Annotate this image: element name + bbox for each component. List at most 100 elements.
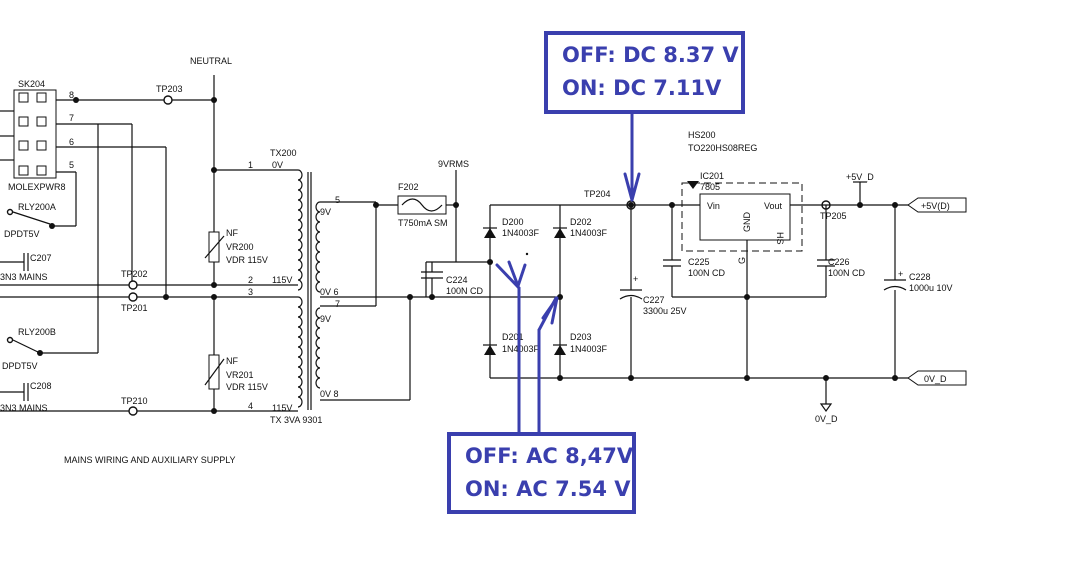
annotation-arrows (495, 112, 641, 434)
vr200-label: VR200 (226, 242, 254, 252)
neutral-label: NEUTRAL (190, 56, 232, 66)
vr201-label: VR201 (226, 370, 254, 380)
fuse-f202 (397, 195, 447, 215)
c207-label: C207 (30, 253, 52, 263)
pin5-label: 5 (335, 195, 340, 205)
mains-wiring (0, 75, 298, 412)
secondary-dots (373, 202, 898, 381)
d203-label: D203 (570, 332, 592, 342)
hs200-label: HS200 (688, 130, 716, 140)
tp203-point (163, 95, 173, 105)
pin4-label: 4 (248, 401, 253, 411)
dc-on-text: ON: DC 7.11V (562, 76, 722, 100)
rly200a-label: RLY200A (18, 202, 56, 212)
c224-value: 100N CD (446, 286, 484, 296)
d203-value: 1N4003F (570, 344, 608, 354)
tp201-point (128, 292, 138, 302)
plus-c227: + (633, 274, 638, 284)
connector-sk204 (0, 89, 166, 179)
c208-label: C208 (30, 381, 52, 391)
diodes (483, 227, 567, 355)
pin1v-label: 0V (272, 160, 283, 170)
vout-label: Vout (764, 201, 783, 211)
tp204-label: TP204 (584, 189, 611, 199)
tp210-label: TP210 (121, 396, 148, 406)
c225-label: C225 (688, 257, 710, 267)
pin1-label: 1 (248, 160, 253, 170)
tp202-point (128, 280, 138, 290)
nf1-label: NF (226, 228, 238, 238)
rly200b-label: RLY200B (18, 327, 56, 337)
sk-pin7: 7 (69, 113, 74, 123)
d201-label: D201 (502, 332, 524, 342)
hs-label: HS (775, 232, 785, 245)
c226-value: 100N CD (828, 268, 866, 278)
tp201-label: TP201 (121, 303, 148, 313)
gnd-label: GND (742, 212, 752, 233)
schematic-caption: MAINS WIRING AND AUXILIARY SUPPLY (64, 455, 236, 465)
tp202-label: TP202 (121, 269, 148, 279)
port-5vd (907, 197, 967, 213)
plus-c228: + (898, 269, 903, 279)
p5vd-port-label: +5V(D) (921, 201, 950, 211)
c227-value: 3300u 25V (643, 306, 687, 316)
ac-on-text: ON: AC 7.54 V (465, 477, 631, 501)
dc-off-text: OFF: DC 8.37 V (562, 43, 739, 67)
d201-value: 1N4003F (502, 344, 540, 354)
vrms-label: 9VRMS (438, 159, 469, 169)
annotation-dc-voltage: OFF: DC 8.37 V ON: DC 7.11V (544, 31, 745, 114)
c227-label: C227 (643, 295, 665, 305)
tp210-point (128, 406, 138, 416)
pin2v-label: 115V (272, 275, 292, 285)
mains-a-label: 3N3 MAINS (0, 272, 48, 282)
annotation-ac-voltage: OFF: AC 8,47V ON: AC 7.54 V (447, 432, 636, 514)
mains-b-label: 3N3 MAINS (0, 403, 48, 413)
d202-label: D202 (570, 217, 592, 227)
pin8-label: 0V 8 (320, 389, 339, 399)
c225-value: 100N CD (688, 268, 726, 278)
molex-label: MOLEXPWR8 (8, 182, 66, 192)
tx-type-label: TX 3VA 9301 (270, 415, 322, 425)
transformer-tx200 (297, 169, 410, 410)
regulator-ic201 (681, 181, 803, 252)
pin6-label: 0V 6 (320, 287, 339, 297)
pin3-label: 3 (248, 287, 253, 297)
c228-value: 1000u 10V (909, 283, 953, 293)
d200-label: D200 (502, 217, 524, 227)
dpdt-a-label: DPDT5V (4, 229, 40, 239)
pin2-label: 2 (248, 275, 253, 285)
vin-label: Vin (707, 201, 720, 211)
nf2-label: NF (226, 356, 238, 366)
ovd-port-label: 0V_D (924, 374, 947, 384)
tx200-label: TX200 (270, 148, 297, 158)
c228-label: C228 (909, 272, 931, 282)
ic201-label: IC201 (700, 171, 724, 181)
ovd-gnd-label: 0V_D (815, 414, 838, 424)
hs-package-label: TO220HS08REG (688, 143, 757, 153)
sk-pin5: 5 (69, 160, 74, 170)
d202-value: 1N4003F (570, 228, 608, 238)
fuse-value-label: T750mA SM (398, 218, 448, 228)
sk-pin8: 8 (69, 90, 74, 100)
vdr2-label: VDR 115V (226, 382, 268, 392)
vdr1-label: VDR 115V (226, 255, 268, 265)
tp205-label: TP205 (820, 211, 847, 221)
tp203-label: TP203 (156, 84, 183, 94)
pin5v-label: 9V (320, 207, 331, 217)
sk-pin6: 6 (69, 137, 74, 147)
pin7-label: 7 (335, 299, 340, 309)
junction-dots (37, 97, 217, 414)
ic-type-label: 7805 (700, 182, 720, 192)
d200-value: 1N4003F (502, 228, 540, 238)
ac-off-text: OFF: AC 8,47V (465, 444, 634, 468)
pin7v-label: 9V (320, 314, 331, 324)
dpdt-b-label: DPDT5V (2, 361, 38, 371)
p5vd-top-label: +5V_D (846, 172, 874, 182)
port-0vd (907, 370, 967, 386)
g-label: G (737, 257, 747, 264)
sk204-label: SK204 (18, 79, 45, 89)
f202-label: F202 (398, 182, 419, 192)
c226-label: C226 (828, 257, 850, 267)
pin4v-label: 115V (272, 403, 292, 413)
